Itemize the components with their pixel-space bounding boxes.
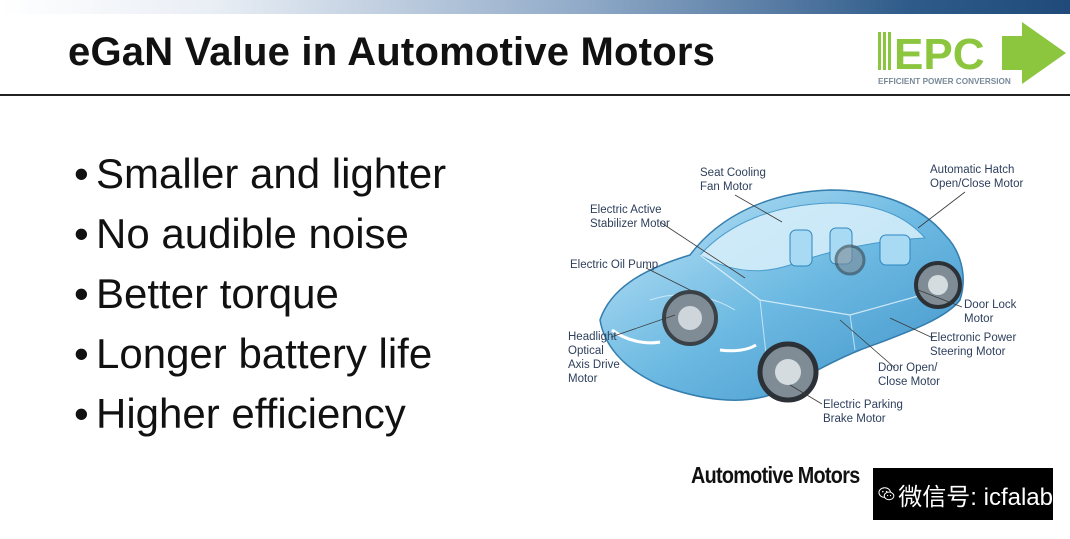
bullet-dot: • <box>74 330 89 377</box>
logo-text: EPC <box>894 30 984 79</box>
bullet-list: •Smaller and lighter •No audible noise •… <box>74 144 446 444</box>
logo-tagline: EFFICIENT POWER CONVERSION <box>878 77 1011 86</box>
title-divider <box>0 94 1070 96</box>
bullet-text: Better torque <box>96 270 339 317</box>
figure-caption: Automotive Motors <box>691 462 860 488</box>
bullet-dot: • <box>74 270 89 317</box>
bullet-dot: • <box>74 210 89 257</box>
bullet-item: •Smaller and lighter <box>74 144 446 204</box>
label-door-open-close-motor: Door Open/Close Motor <box>878 362 940 388</box>
bullet-text: Longer battery life <box>96 330 433 377</box>
bullet-text: Higher efficiency <box>96 390 406 437</box>
bullet-text: Smaller and lighter <box>96 150 447 197</box>
bullet-dot: • <box>74 390 89 437</box>
bullet-item: •Higher efficiency <box>74 384 446 444</box>
bullet-item: •No audible noise <box>74 204 446 264</box>
slide-title: eGaN Value in Automotive Motors <box>68 30 716 74</box>
wechat-icon <box>878 487 895 501</box>
top-gradient-bar <box>0 0 1070 14</box>
bullet-text: No audible noise <box>96 210 409 257</box>
epc-logo: EPC EFFICIENT POWER CONVERSION <box>872 18 1068 92</box>
watermark-text: 微信号: icfalab <box>898 483 1053 511</box>
label-electric-oil-pump: Electric Oil Pump <box>570 259 659 271</box>
bullet-item: •Better torque <box>74 264 446 324</box>
bullet-item: •Longer battery life <box>74 324 446 384</box>
wechat-watermark: 微信号: icfalab <box>873 468 1053 520</box>
bullet-dot: • <box>74 150 89 197</box>
